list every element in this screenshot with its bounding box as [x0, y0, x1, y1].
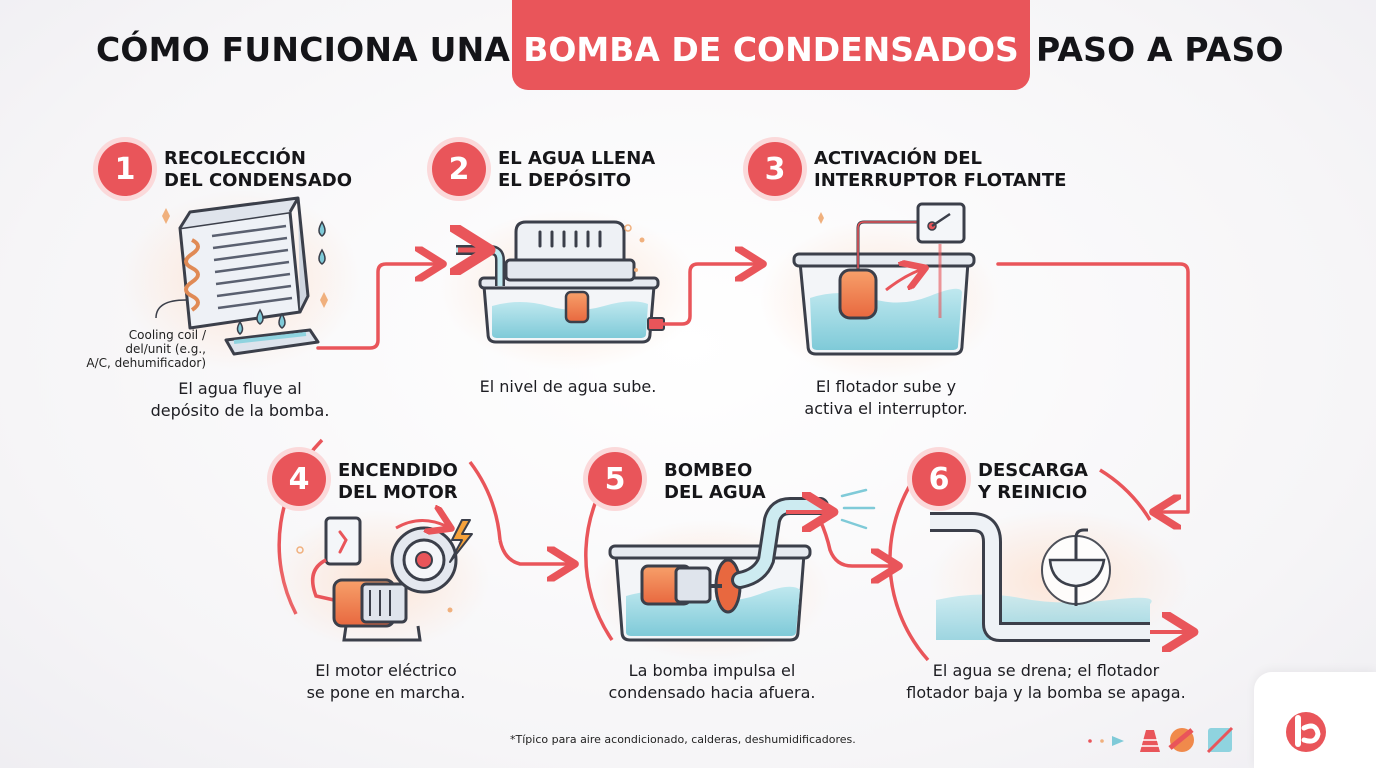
- step-title-line2: DEL CONDENSADO: [164, 170, 352, 191]
- step-caption-line2: depósito de la bomba.: [150, 401, 330, 420]
- page-title-left: CÓMO FUNCIONA UNA: [96, 30, 511, 69]
- pump-tank-icon: [440, 210, 700, 370]
- flow-arrow-2-3: [662, 264, 756, 326]
- flow-arrow-3-4: [996, 262, 1190, 512]
- sink-icon: [930, 510, 1190, 650]
- step-title-line2: Y REINICIO: [978, 482, 1088, 503]
- decorative-shapes: [1088, 726, 1234, 754]
- coil-note-line: del/unit (e.g.,: [125, 342, 206, 356]
- step-title-line2: INTERRUPTOR FLOTANTE: [814, 170, 1067, 191]
- page-title-right: PASO A PASO: [1036, 30, 1284, 69]
- step-number-badge: 5: [588, 452, 642, 506]
- step-caption-line2: activa el interruptor.: [804, 399, 968, 418]
- step-title-line1: BOMBEO: [664, 460, 753, 481]
- step-caption-line1: El agua se drena; el flotador: [932, 661, 1160, 680]
- coil-note-line: Cooling coil /: [128, 328, 206, 342]
- step-caption-line1: La bomba impulsa el: [628, 661, 796, 680]
- step-title-line1: RECOLECCIÓN: [164, 148, 306, 169]
- logo-icon: [1286, 712, 1326, 752]
- coil-note-line: A/C, dehumificador): [86, 356, 206, 370]
- brand-logo[interactable]: [1254, 672, 1376, 768]
- step-caption-line2: flotador baja y la bomba se apaga.: [906, 683, 1186, 702]
- step-title-line1: ENCENDIDO: [338, 460, 458, 481]
- step-title-line1: ACTIVACIÓN DEL: [814, 148, 983, 169]
- impeller-icon: [590, 488, 876, 660]
- coil-note: Cooling coil / del/unit (e.g., A/C, dehu…: [60, 328, 206, 370]
- step-caption-line2: condensado hacia afuera.: [608, 683, 816, 702]
- flow-arrow-1-2: [316, 264, 436, 350]
- step-caption-line1: El nivel de agua sube.: [479, 377, 657, 396]
- step-number-badge: 4: [272, 452, 326, 506]
- step-caption-line2: se pone en marcha.: [306, 683, 466, 702]
- step-number-badge: 1: [98, 142, 152, 196]
- step-title-line1: EL AGUA LLENA: [498, 148, 656, 169]
- step-number-badge: 2: [432, 142, 486, 196]
- step-caption-line1: El agua fluye al: [178, 379, 302, 398]
- step-title-line2: DEL AGUA: [664, 482, 766, 503]
- step-caption-line1: El flotador sube y: [815, 377, 957, 396]
- footnote: *Típico para aire acondicionado, caldera…: [510, 733, 856, 746]
- step-title-line2: DEL MOTOR: [338, 482, 458, 503]
- float-switch-icon: [760, 202, 1000, 380]
- step-caption-line1: El motor eléctrico: [315, 661, 457, 680]
- step-number-badge: 6: [912, 452, 966, 506]
- motor-icon: [270, 510, 490, 650]
- step-number-badge: 3: [748, 142, 802, 196]
- cooling-coil-icon: [120, 190, 360, 370]
- page-header: CÓMO FUNCIONA UNA BOMBA DE CONDENSADOS P…: [0, 0, 1376, 90]
- step-title-line2: EL DEPÓSITO: [498, 170, 632, 191]
- step-title-line1: DESCARGA: [978, 460, 1088, 481]
- page-title-highlight: BOMBA DE CONDENSADOS: [512, 0, 1030, 90]
